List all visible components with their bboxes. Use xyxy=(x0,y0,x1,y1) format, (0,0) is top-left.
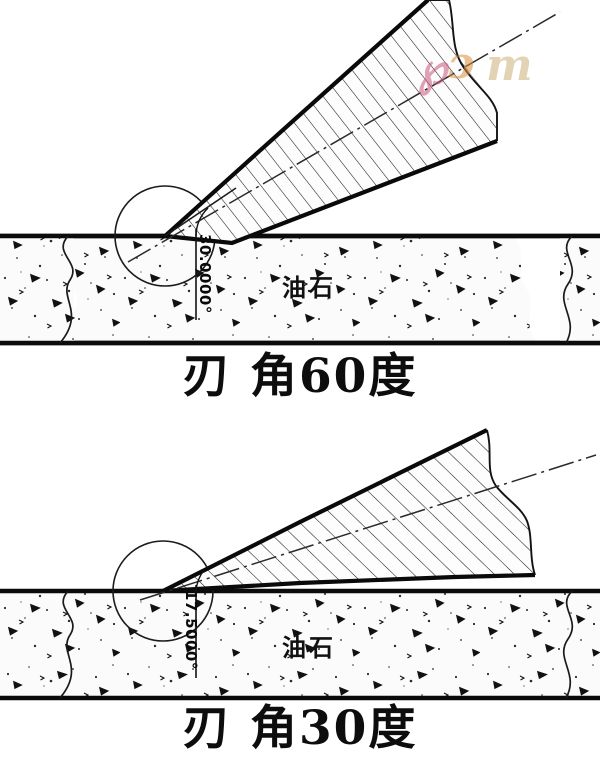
blade-top-right-end xyxy=(428,0,498,141)
blade-top-fill xyxy=(165,0,497,243)
blade-bottom-centerline xyxy=(139,454,597,601)
blade-top-spine xyxy=(163,0,430,238)
caption-bottom: 刃 角30度 xyxy=(182,701,418,756)
whetstone-bottom xyxy=(0,588,600,701)
whetstone-bottom-texture xyxy=(0,592,600,698)
dimension-label-top: 30.0000° xyxy=(196,234,214,314)
whetstone-top-texture-right xyxy=(560,237,600,343)
blade-section-bottom xyxy=(139,428,597,601)
blade-bottom-bevel xyxy=(162,572,536,594)
blade-top-facet xyxy=(164,187,237,237)
whetstone-label-top: 油石 xyxy=(282,273,336,302)
whetstone-top xyxy=(0,233,600,346)
dimension-label-bottom: 17.5000° xyxy=(182,590,200,670)
angle-arc-bottom xyxy=(195,569,205,592)
caption-top: 刃 角60度 xyxy=(182,349,418,404)
whetstone-top-texture xyxy=(6,236,538,343)
whetstone-label-bottom: 油石 xyxy=(282,633,336,662)
whetstone-top-texture-left xyxy=(0,237,74,343)
whetstone-bottom-break-right xyxy=(562,590,574,699)
blade-section-top xyxy=(127,0,561,263)
whetstone-bottom-break-left xyxy=(59,590,74,699)
blade-top-bevel xyxy=(164,139,498,246)
angle-arc-top xyxy=(195,207,209,237)
blade-bottom-fill xyxy=(163,430,534,591)
angle-circle-bottom xyxy=(112,540,214,642)
blade-bottom-right-end xyxy=(486,429,536,576)
dimension-leader-bottom xyxy=(195,569,205,678)
blade-bottom-spine xyxy=(162,428,488,593)
dimension-leader-top xyxy=(195,207,209,320)
